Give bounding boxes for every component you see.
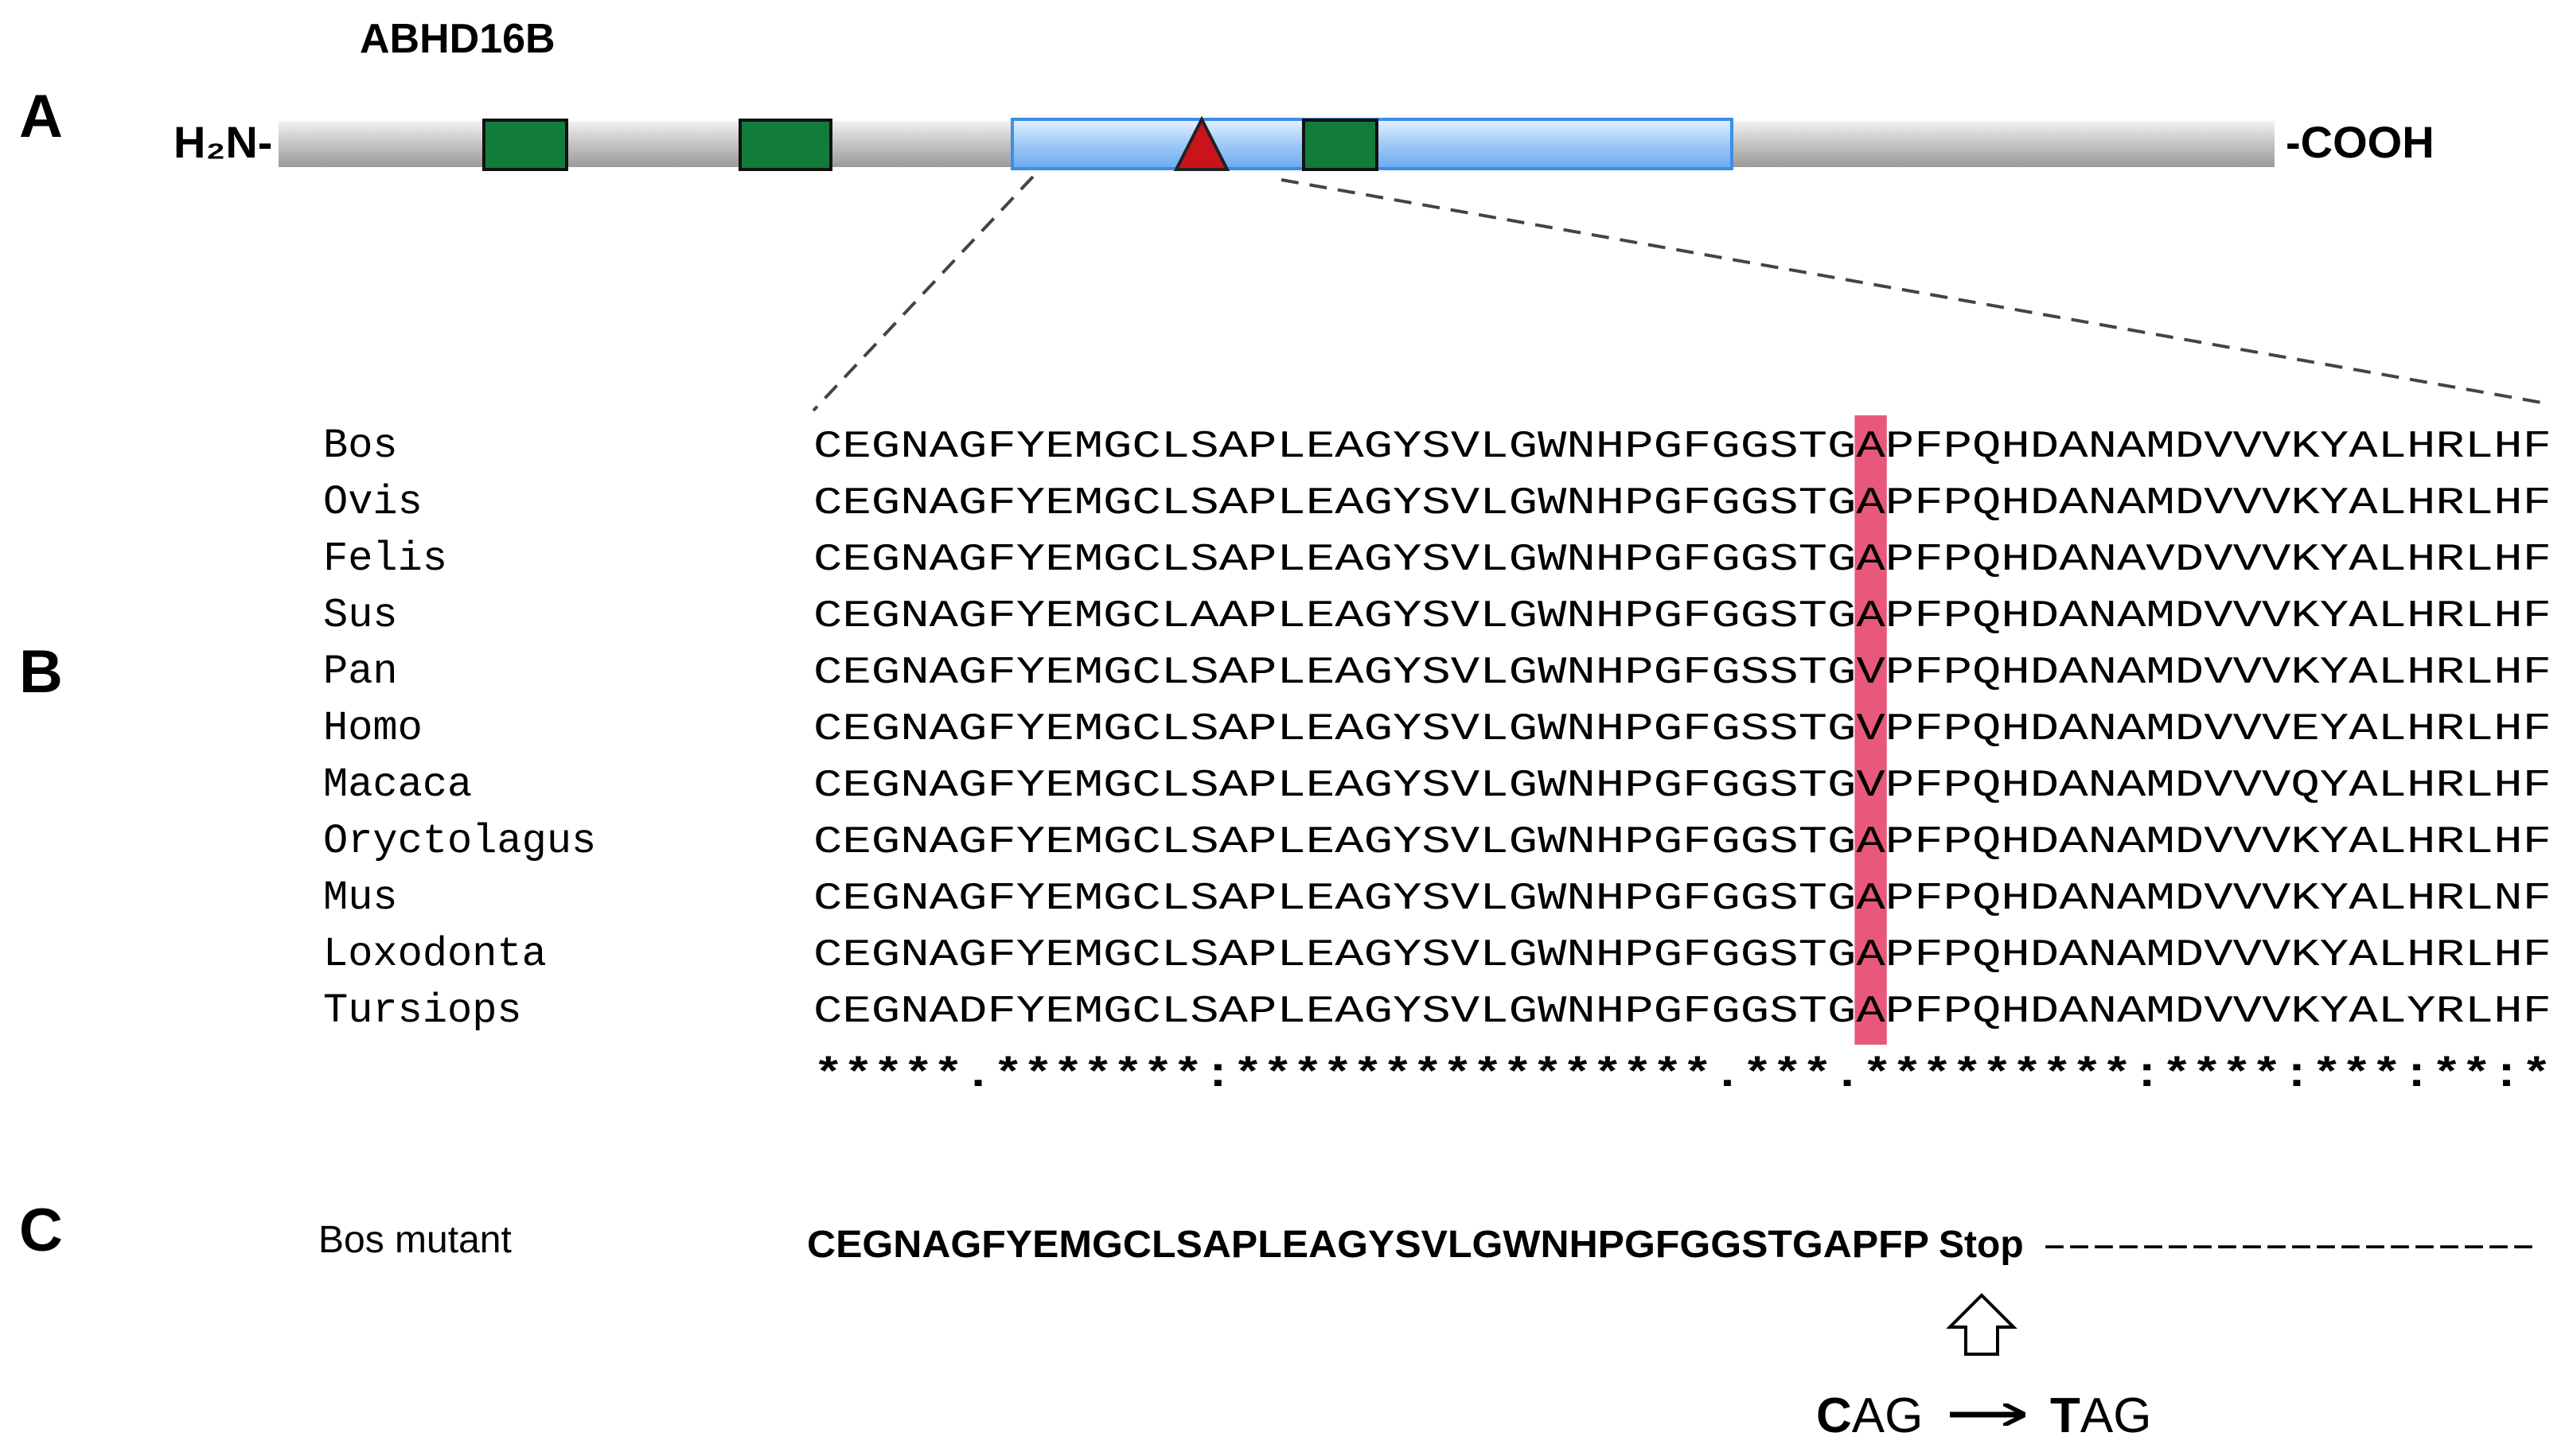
species-sequence: CEGNAGFYEMGCLAAPLEAGYSVLGWNHPGFGGSTGAPFP… — [813, 595, 2551, 638]
zoom-line-right — [1281, 178, 2551, 406]
species-sequence: CEGNAGFYEMGCLSAPLEAGYSVLGWNHPGFGGSTGAPFP… — [813, 878, 2551, 921]
species-sequence: CEGNAGFYEMGCLSAPLEAGYSVLGWNHPGFGGSTGAPFP… — [813, 821, 2551, 864]
species-name: Oryctolagus — [323, 818, 596, 865]
species-sequence: CEGNAGFYEMGCLSAPLEAGYSVLGWNHPGFGGSTGAPFP… — [813, 426, 2551, 469]
mutant-label: Bos mutant — [318, 1219, 512, 1261]
species-name: Mus — [323, 874, 398, 921]
species-name: Loxodonta — [323, 931, 547, 978]
species-name: Macaca — [323, 761, 472, 808]
truncated-dashes: -------------------- — [2042, 1224, 2536, 1266]
panel-label-c: C — [19, 1197, 63, 1264]
mutation-marker-triangle — [1173, 115, 1230, 171]
panel-label-a: A — [19, 83, 63, 150]
codon-to: TAG — [2050, 1388, 2151, 1443]
species-sequence: CEGNAGFYEMGCLSAPLEAGYSVLGWNHPGFGGSTGVPFP… — [813, 765, 2551, 808]
species-sequence: CEGNAGFYEMGCLSAPLEAGYSVLGWNHPGFGGSTGAPFP… — [813, 482, 2551, 525]
species-name: Felis — [323, 535, 447, 582]
n-terminus-label: H₂N- — [173, 117, 272, 167]
species-name: Sus — [323, 592, 398, 639]
species-sequence: CEGNAGFYEMGCLSAPLEAGYSVLGWNHPGFGGSTGAPFP… — [813, 539, 2551, 582]
species-sequence: CEGNAGFYEMGCLSAPLEAGYSVLGWNHPGFGGSTGAPFP… — [813, 934, 2551, 977]
species-name: Pan — [323, 648, 398, 695]
mutant-sequence: CEGNAGFYEMGCLSAPLEAGYSVLGWNHPGFGGSTGAPFP — [807, 1224, 1929, 1266]
codon-from: CAG — [1816, 1388, 1923, 1443]
species-name: Ovis — [323, 479, 423, 526]
panel-label-b: B — [19, 638, 63, 706]
zoom-line-left — [812, 175, 1035, 412]
species-sequence: CEGNADFYEMGCLSAPLEAGYSVLGWNHPGFGGSTGAPFP… — [813, 991, 2551, 1034]
species-sequence: CEGNAGFYEMGCLSAPLEAGYSVLGWNHPGFGSSTGVPFP… — [813, 652, 2551, 695]
conserved-glutamine-highlight — [1854, 415, 1887, 1045]
protein-name: ABHD16B — [360, 16, 556, 62]
species-sequence: CEGNAGFYEMGCLSAPLEAGYSVLGWNHPGFGSSTGVPFP… — [813, 708, 2551, 751]
up-arrow-icon — [1946, 1293, 2017, 1356]
motif-box-1 — [482, 119, 568, 171]
stop-label: Stop — [1939, 1224, 2024, 1266]
c-terminus-label: -COOH — [2286, 117, 2435, 167]
species-name: Bos — [323, 422, 398, 469]
motif-box-3 — [1302, 119, 1378, 171]
conservation-line: *****.*******:****************.***.*****… — [813, 1052, 2551, 1099]
motif-box-2 — [739, 119, 832, 171]
species-name: Tursiops — [323, 987, 522, 1034]
species-name: Homo — [323, 705, 423, 752]
